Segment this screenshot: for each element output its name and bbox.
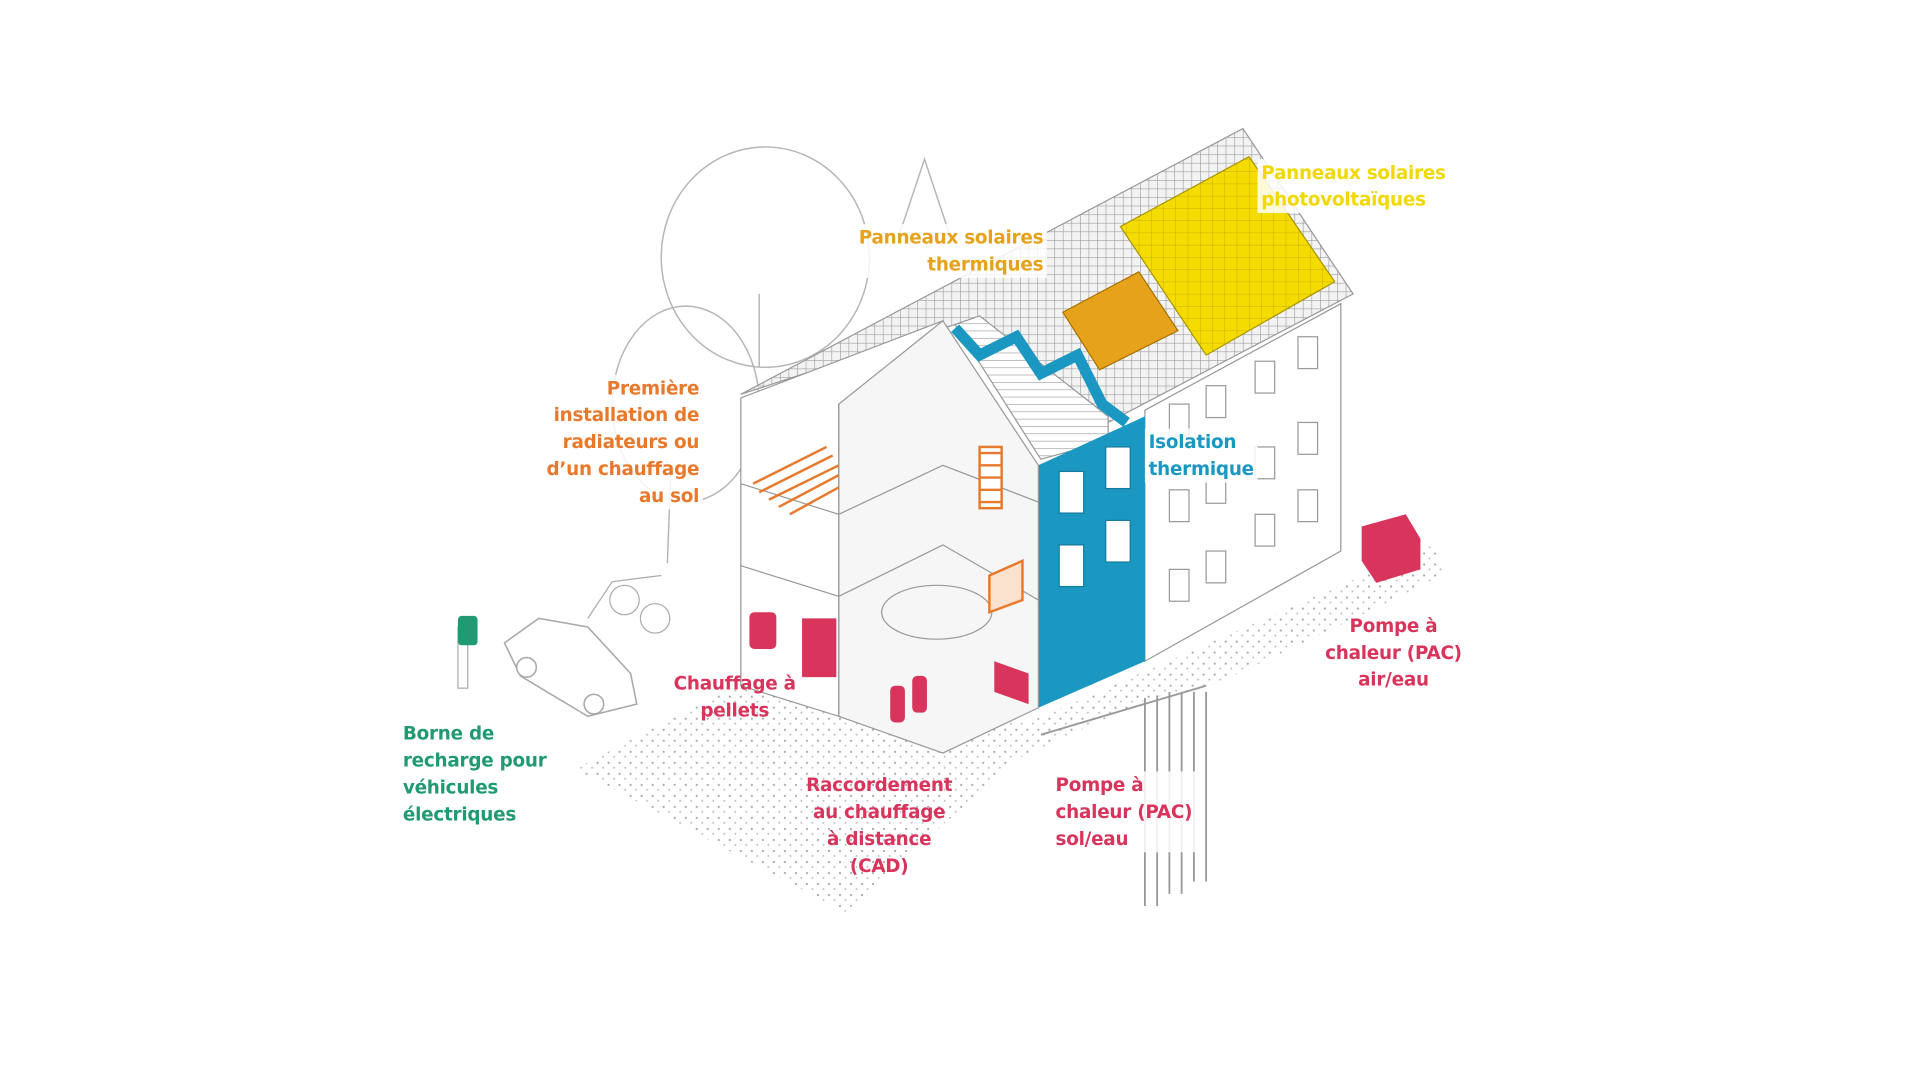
label-line: Panneaux solaires	[1261, 161, 1446, 184]
facade-windows	[1058, 446, 1131, 588]
label-line: Isolation	[1148, 431, 1237, 454]
label-line: à distance	[827, 827, 932, 850]
label-ground-heat-pump: Pompe à chaleur (PAC) sol/eau	[1051, 771, 1196, 853]
label-line: Raccordement	[806, 773, 953, 796]
label-district-heating: Raccordement au chauffage à distance (CAD)	[793, 771, 964, 879]
insulation-roof	[951, 324, 1130, 427]
label-thermal-solar: Panneaux solaires thermiques	[855, 224, 1047, 278]
label-line: radiateurs ou	[562, 431, 700, 454]
label-line: air/eau	[1358, 668, 1429, 691]
label-line: Première	[606, 377, 700, 400]
label-ev-charger: Borne de recharge pour véhicules électrique…	[403, 720, 547, 828]
label-line: Borne de	[402, 722, 495, 745]
thermal-solar-panels	[1061, 271, 1179, 371]
label-photovoltaic: Panneaux solaires photovoltaïques	[1257, 159, 1450, 214]
ground	[575, 544, 1445, 913]
label-line: thermiques	[927, 253, 1044, 276]
label-line: chaleur (PAC)	[1325, 641, 1462, 664]
label-line: d’un chauffage	[546, 457, 700, 481]
label-line: thermique	[1148, 457, 1255, 481]
label-line: Chauffage à	[673, 672, 796, 695]
air-heat-pump-unit	[1361, 514, 1421, 583]
label-line: sol/eau	[1055, 827, 1129, 850]
ev-charger	[457, 615, 478, 689]
label-insulation: Isolation thermique	[1144, 428, 1258, 483]
label-line: au chauffage	[813, 800, 946, 823]
label-line: électriques	[402, 803, 517, 826]
label-line: Pompe à	[1349, 614, 1438, 637]
label-line: pellets	[700, 699, 770, 722]
label-line: chaleur (PAC)	[1055, 800, 1193, 823]
car	[503, 617, 638, 718]
label-line: au sol	[638, 484, 700, 507]
label-line: Panneaux solaires	[858, 226, 1044, 249]
floor-heating-pipes	[752, 445, 1024, 615]
label-line: (CAD)	[849, 854, 909, 877]
label-air-heat-pump: Pompe à chaleur (PAC) air/eau	[1314, 612, 1473, 693]
heating-equipment	[749, 514, 1421, 723]
bike-rack	[587, 574, 671, 634]
right-facade	[1144, 302, 1342, 663]
label-line: véhicules	[402, 776, 499, 799]
label-line: installation de	[553, 404, 700, 427]
windows	[1168, 336, 1319, 602]
label-floor-heating: Première installation de radiateurs ou d’un…	[542, 374, 703, 510]
label-line: recharge pour	[402, 749, 547, 772]
label-pellets: Chauffage à pellets	[661, 670, 808, 724]
label-line: Pompe à	[1055, 773, 1144, 796]
label-line: photovoltaïques	[1261, 188, 1426, 211]
